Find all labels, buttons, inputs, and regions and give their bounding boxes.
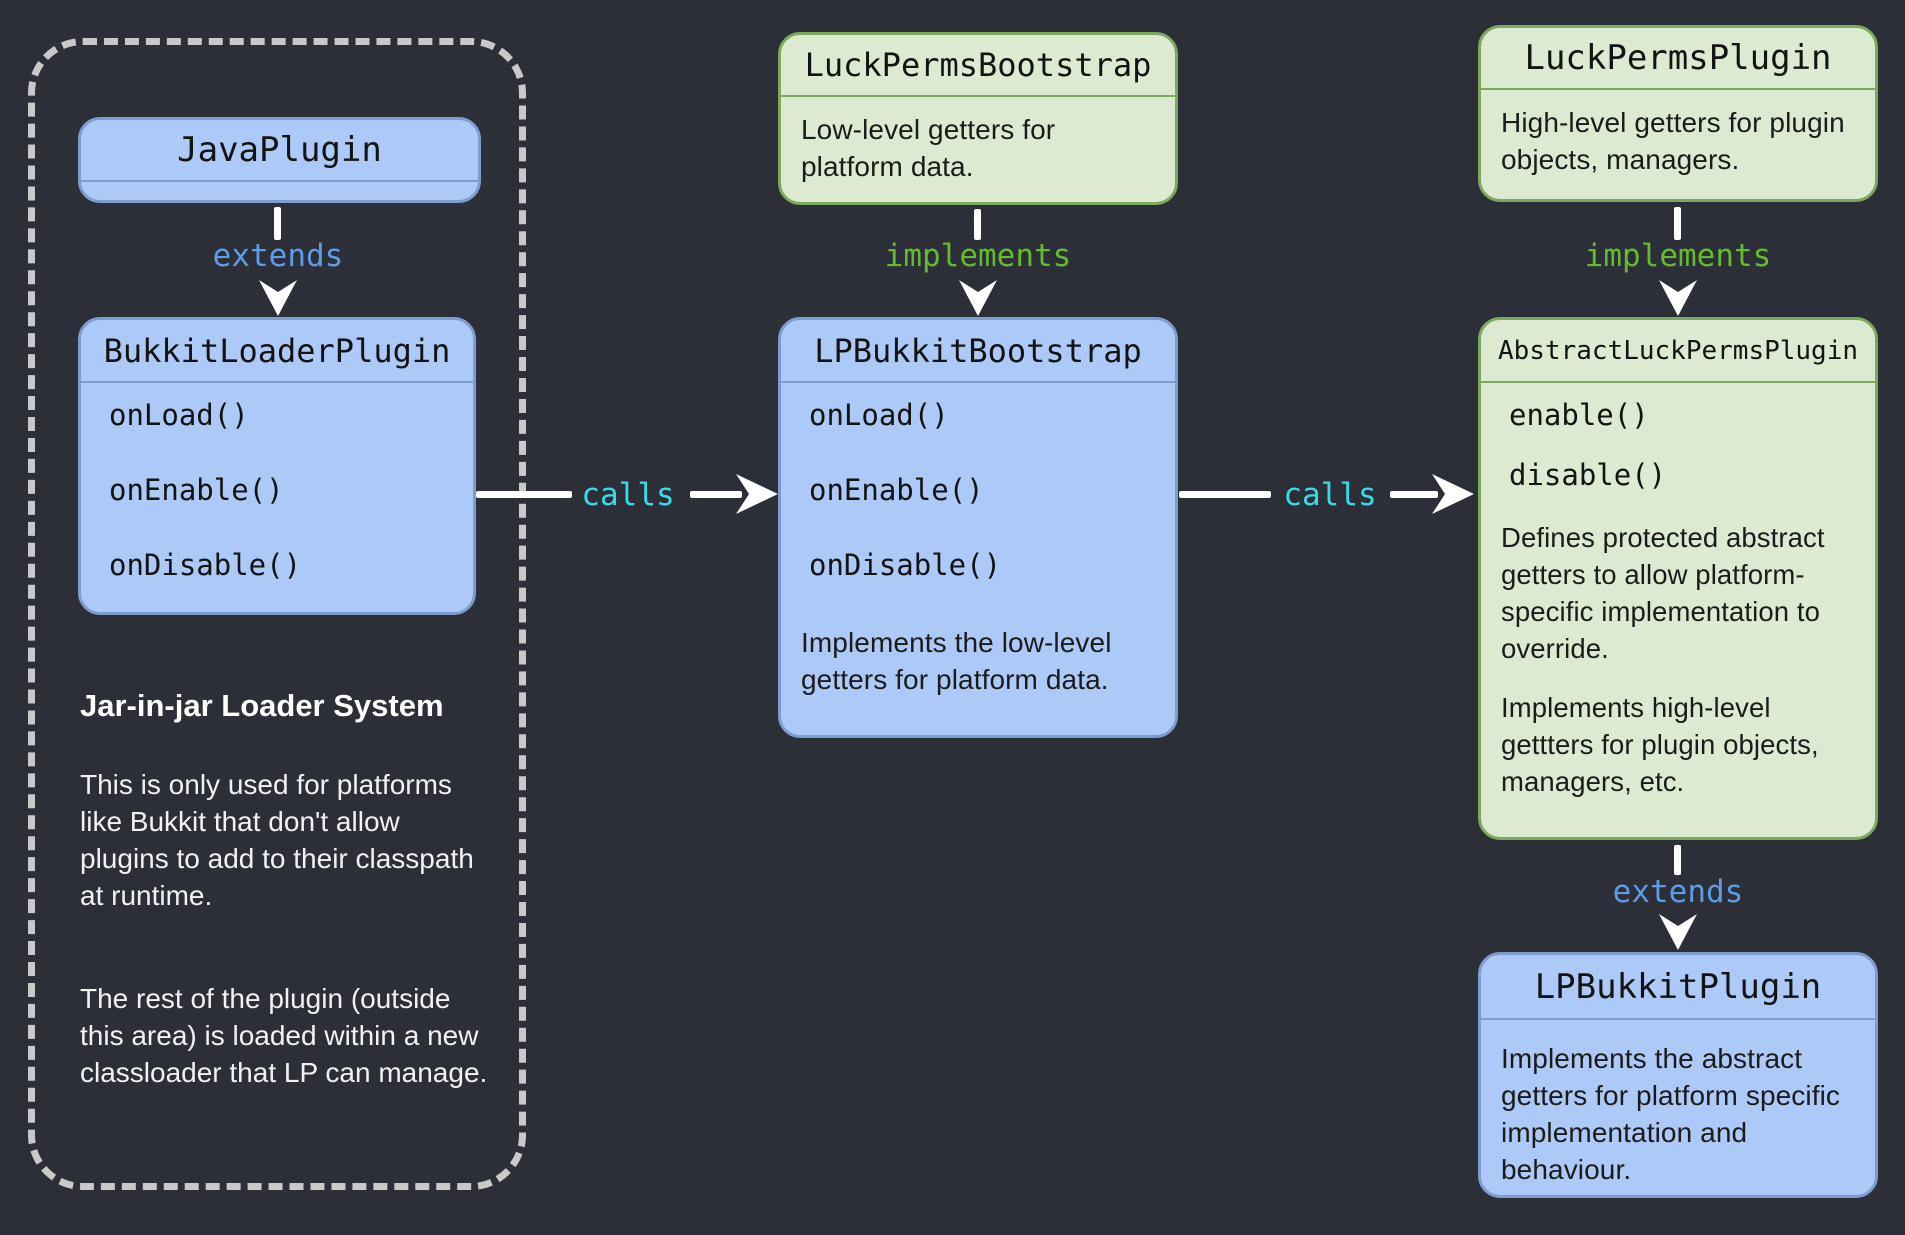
method-ondisable: onDisable()	[109, 548, 302, 582]
connector-line	[690, 491, 742, 498]
class-title: AbstractLuckPermsPlugin	[1481, 320, 1875, 383]
arrow-down-icon	[1659, 280, 1697, 316]
edge-label-calls: calls	[581, 477, 675, 513]
edge-label-calls: calls	[1283, 477, 1377, 513]
arrow-right-icon	[736, 474, 778, 514]
arrow-down-icon	[1659, 914, 1697, 950]
class-box-lp-bukkit-plugin: LPBukkitPlugin Implements the abstract g…	[1478, 952, 1878, 1198]
class-description: Implements the abstract getters for plat…	[1501, 1043, 1841, 1185]
method-disable: disable()	[1509, 458, 1667, 492]
jar-in-jar-region-outline	[28, 38, 526, 1190]
class-title: JavaPlugin	[81, 120, 478, 182]
class-box-luckperms-plugin: LuckPermsPlugin High-level getters for p…	[1478, 25, 1878, 202]
class-title: BukkitLoaderPlugin	[81, 320, 473, 383]
method-ondisable: onDisable()	[809, 548, 1002, 582]
jar-in-jar-paragraph-1: This is only used for platforms like Buk…	[80, 769, 474, 911]
class-description: Implements the low-level getters for pla…	[801, 627, 1112, 695]
connector-line	[974, 209, 981, 240]
connector-line	[1674, 207, 1681, 240]
method-onenable: onEnable()	[809, 473, 984, 507]
arrow-down-icon	[259, 280, 297, 316]
edge-label-implements: implements	[1584, 238, 1772, 274]
connector-line	[1674, 845, 1681, 875]
connector-line	[1390, 491, 1438, 498]
edge-label-extends: extends	[1612, 874, 1744, 910]
class-description: Implements high-level gettters for plugi…	[1501, 692, 1819, 797]
class-box-lp-bukkit-bootstrap: LPBukkitBootstrap onLoad() onEnable() on…	[778, 317, 1178, 738]
method-onload: onLoad()	[809, 398, 949, 432]
class-title: LuckPermsBootstrap	[781, 35, 1175, 97]
arrow-right-icon	[1432, 474, 1474, 514]
method-list: onLoad() onEnable() onDisable()	[781, 383, 1175, 581]
class-box-bukkit-loader-plugin: BukkitLoaderPlugin onLoad() onEnable() o…	[78, 317, 476, 615]
method-list: enable() disable()	[1481, 383, 1875, 491]
jar-in-jar-heading: Jar-in-jar Loader System	[80, 688, 444, 723]
class-description: Low-level getters for platform data.	[801, 114, 1056, 182]
arrow-down-icon	[959, 280, 997, 316]
class-box-abstract-luckperms-plugin: AbstractLuckPermsPlugin enable() disable…	[1478, 317, 1878, 840]
class-title: LPBukkitBootstrap	[781, 320, 1175, 383]
class-title: LPBukkitPlugin	[1481, 955, 1875, 1020]
edge-label-extends: extends	[212, 238, 344, 274]
class-title: LuckPermsPlugin	[1481, 28, 1875, 90]
connector-line	[274, 207, 281, 240]
class-description: High-level getters for plugin objects, m…	[1501, 107, 1845, 175]
connector-line	[1179, 491, 1271, 498]
method-onload: onLoad()	[109, 398, 249, 432]
method-onenable: onEnable()	[109, 473, 284, 507]
method-list: onLoad() onEnable() onDisable()	[81, 383, 473, 581]
jar-in-jar-paragraph-2: The rest of the plugin (outside this are…	[80, 983, 488, 1088]
class-description: Defines protected abstract getters to al…	[1501, 522, 1825, 664]
method-enable: enable()	[1509, 398, 1649, 432]
class-box-java-plugin: JavaPlugin	[78, 117, 481, 203]
class-box-luckperms-bootstrap: LuckPermsBootstrap Low-level getters for…	[778, 32, 1178, 205]
edge-label-implements: implements	[884, 238, 1072, 274]
connector-line	[476, 491, 572, 498]
